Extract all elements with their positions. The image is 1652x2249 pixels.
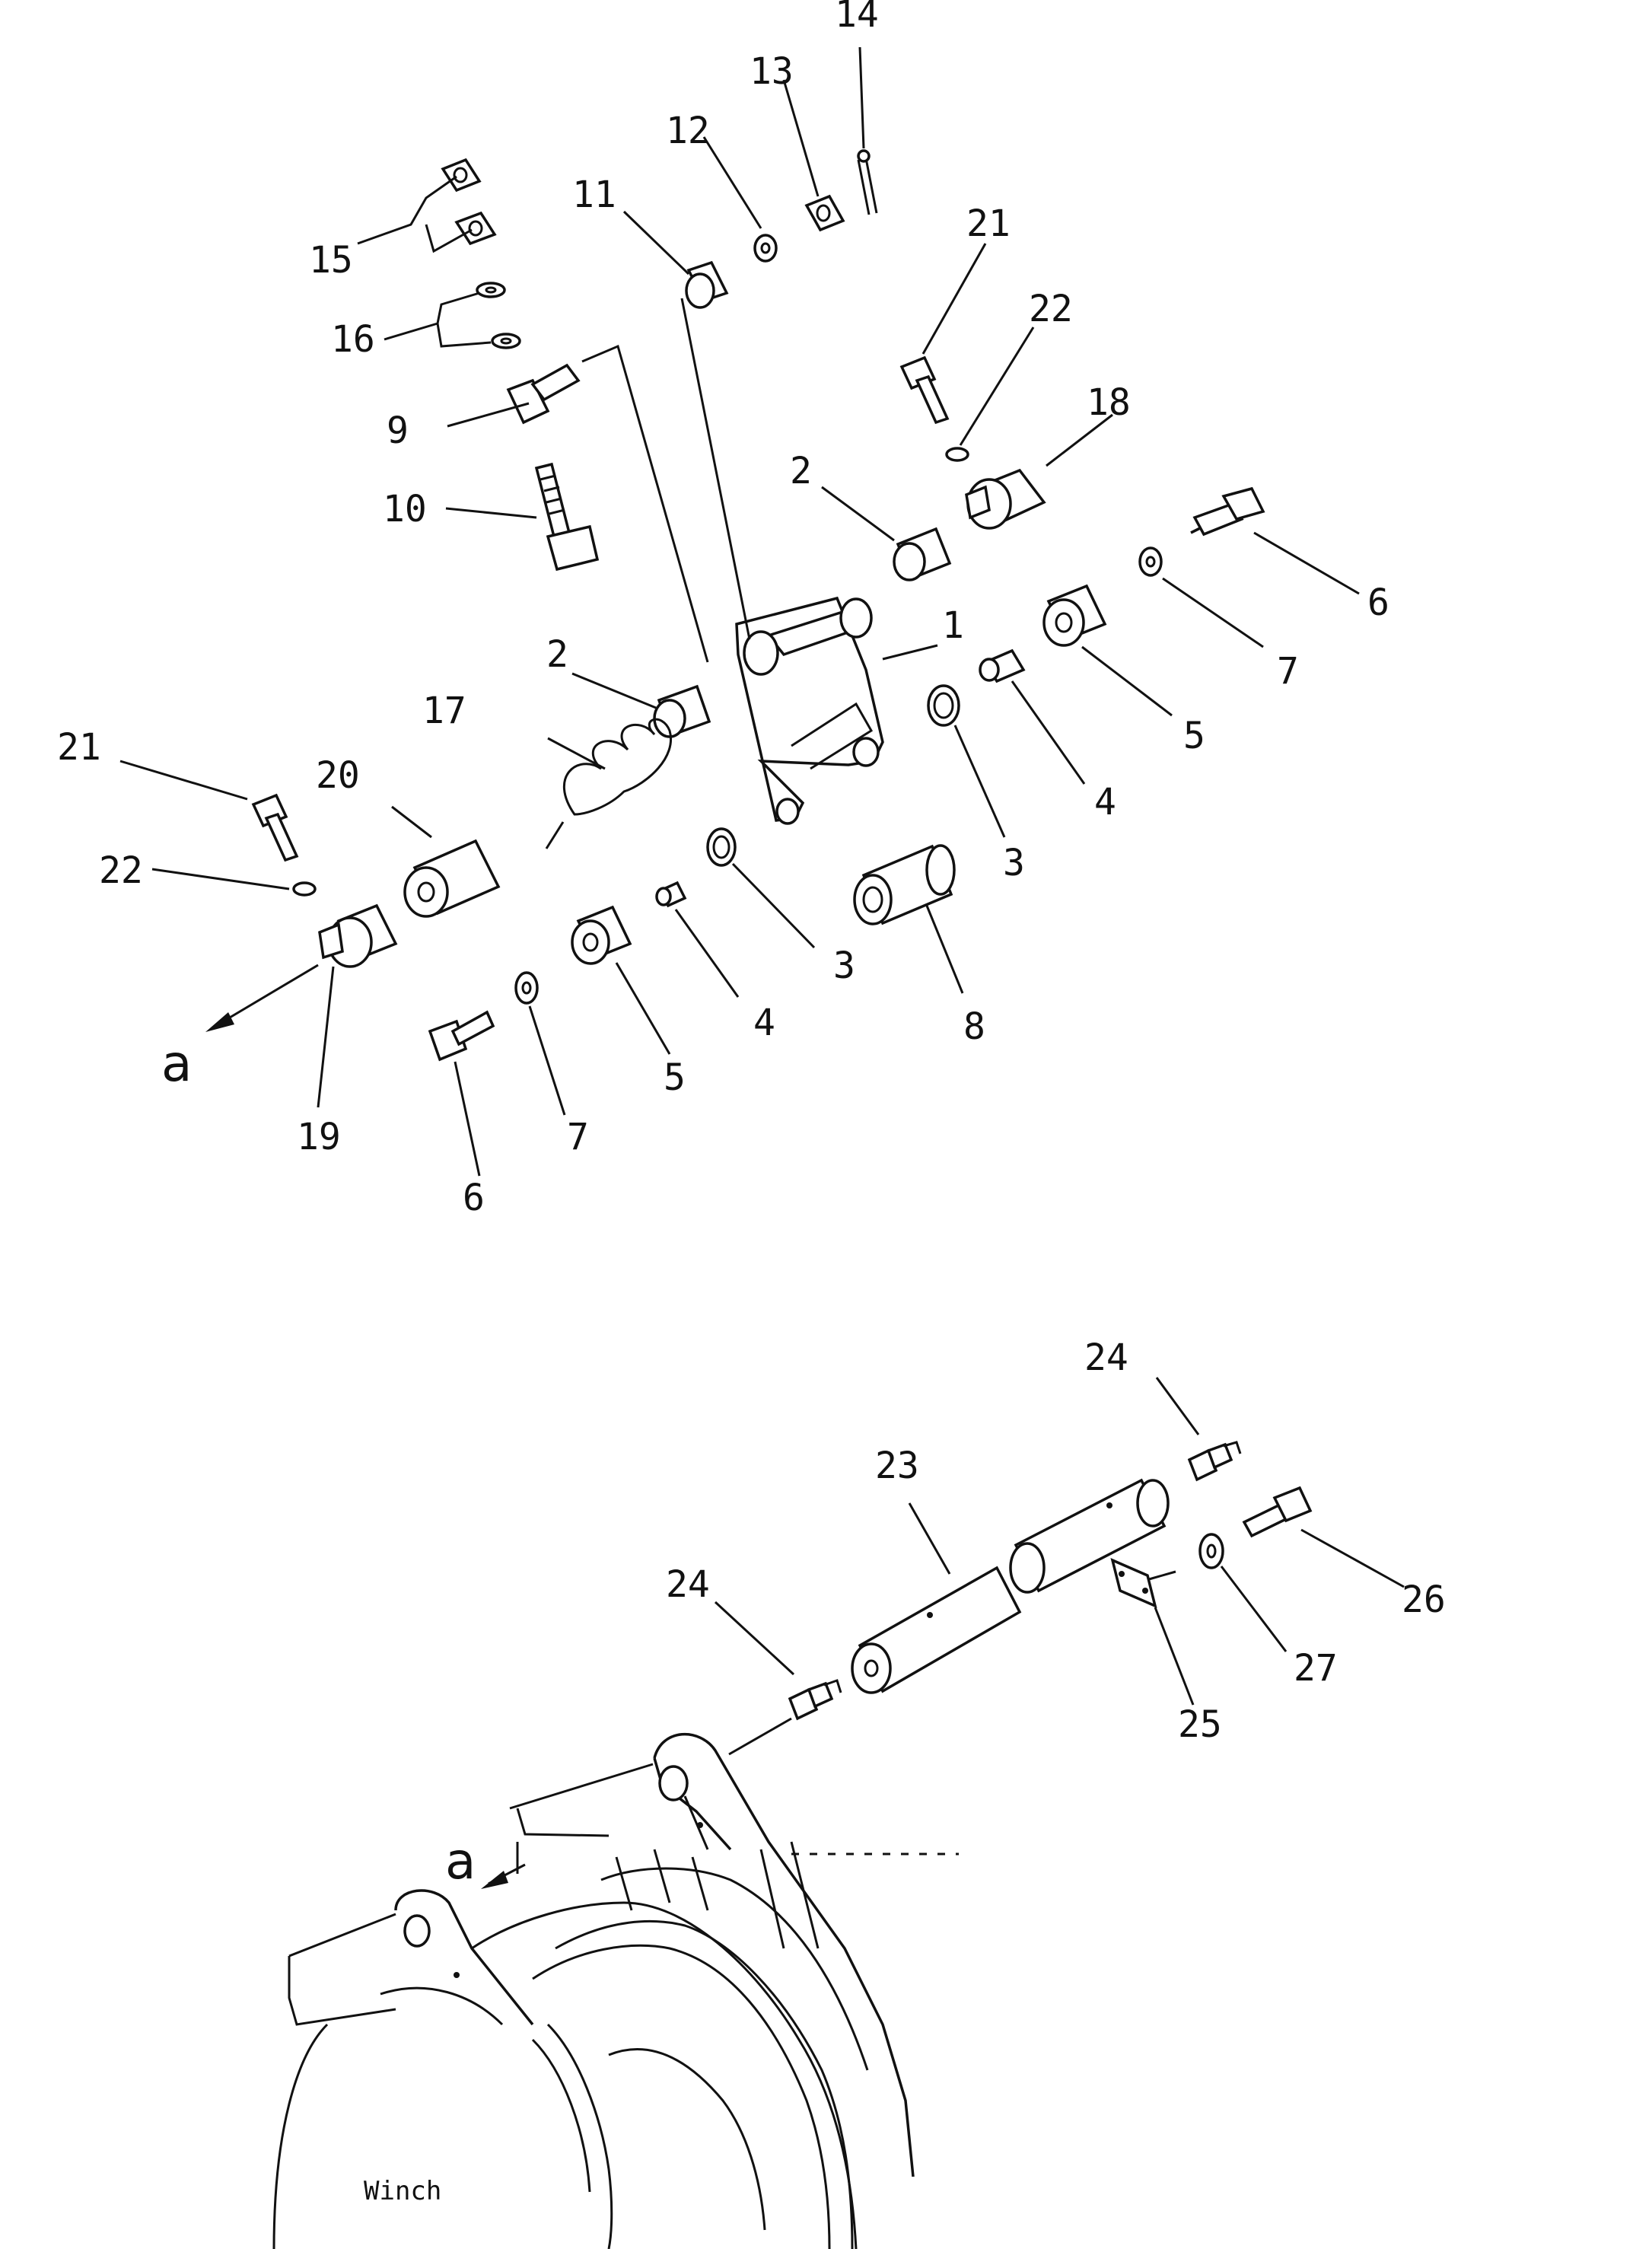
- part-26-bolt: [1242, 1486, 1313, 1538]
- callout-1: 1: [942, 604, 964, 647]
- part-6-bolt-right: [1190, 486, 1265, 537]
- callout-24-lower: 24: [666, 1563, 710, 1606]
- callout-6-left: 6: [463, 1177, 485, 1219]
- part-14-cotter-pin: [857, 149, 878, 215]
- callout-5-left: 5: [664, 1056, 686, 1099]
- leader-lines-lower: [714, 1377, 1405, 1756]
- part-4-pin-left: [655, 881, 687, 908]
- part-18-clamp: [965, 468, 1046, 530]
- callout-8: 8: [963, 1005, 985, 1048]
- part-10-threaded-rod: [534, 462, 600, 572]
- callout-2-left: 2: [546, 633, 568, 676]
- callout-25: 25: [1178, 1703, 1222, 1746]
- part-2-bushing-upper: [893, 527, 952, 581]
- callout-13: 13: [750, 50, 794, 93]
- callout-27: 27: [1294, 1647, 1338, 1690]
- callout-9: 9: [387, 409, 409, 452]
- callout-4-right: 4: [1094, 781, 1116, 823]
- part-1-lever: [735, 596, 884, 825]
- callout-12: 12: [666, 110, 710, 152]
- callout-20: 20: [316, 754, 360, 797]
- callout-21-left: 21: [57, 726, 101, 769]
- callout-24-upper: 24: [1084, 1336, 1128, 1379]
- callout-21-right: 21: [966, 202, 1011, 245]
- part-12-washer: [753, 234, 778, 263]
- part-2-bushing-lower: [653, 684, 711, 738]
- winch-body: [272, 1733, 959, 2249]
- part-8-sleeve: [853, 844, 956, 925]
- callout-17: 17: [422, 690, 466, 732]
- part-17-spring: [545, 718, 672, 849]
- part-6-bolt-left: [428, 1010, 495, 1062]
- part-5-bushing-right: [1042, 584, 1107, 647]
- callout-7-left: 7: [567, 1116, 589, 1158]
- callout-15: 15: [309, 239, 353, 282]
- part-3-bearing-left: [706, 827, 737, 867]
- callout-3-left: 3: [833, 945, 855, 987]
- part-21-bolt-left: [251, 793, 299, 862]
- part-4-pin-right: [979, 648, 1026, 683]
- callout-3-right: 3: [1003, 842, 1025, 884]
- part-16-washers: [476, 282, 521, 349]
- callout-7-right: 7: [1277, 650, 1299, 693]
- view-marker-upper: a: [161, 1034, 192, 1093]
- part-24-fitting-right: [1187, 1441, 1242, 1482]
- part-24-fitting-left: [788, 1679, 842, 1721]
- part-3-bearing-right: [927, 684, 960, 727]
- callout-2-upper: 2: [790, 450, 812, 492]
- callout-11: 11: [572, 174, 616, 216]
- view-arrow-upper: [205, 964, 319, 1032]
- callout-6-right: 6: [1367, 581, 1389, 624]
- part-27-washer: [1198, 1533, 1224, 1569]
- callout-26: 26: [1402, 1578, 1446, 1621]
- part-21-bolt-right: [899, 355, 950, 425]
- part-15-nuts: [441, 158, 497, 246]
- winch-caption: Winch: [364, 2176, 441, 2206]
- part-19-clamp: [318, 903, 398, 968]
- callout-14: 14: [835, 0, 879, 36]
- part-22-washer-right: [945, 447, 969, 462]
- callout-22-right: 22: [1029, 288, 1073, 330]
- callout-22-left: 22: [99, 849, 143, 892]
- part-9-rod-end: [506, 363, 581, 425]
- callout-10: 10: [383, 488, 427, 530]
- part-22-washer-left: [292, 881, 317, 897]
- part-13-castle-nut: [804, 194, 845, 232]
- callout-5-right: 5: [1183, 715, 1205, 757]
- callout-19: 19: [297, 1116, 341, 1158]
- part-25-plate: [1110, 1557, 1157, 1609]
- view-marker-lower: a: [445, 1832, 476, 1891]
- part-7-washer-right: [1138, 546, 1163, 577]
- part-11-bushing: [685, 260, 729, 309]
- part-5-bushing-left: [571, 905, 632, 965]
- leader-lines-upper: [119, 46, 1360, 1177]
- part-23-shaft: [851, 1478, 1170, 1694]
- callout-23: 23: [875, 1445, 919, 1487]
- view-arrow-lower: [481, 1842, 526, 1889]
- part-20-sleeve: [403, 839, 501, 918]
- part-7-washer-left: [514, 971, 539, 1005]
- callout-18: 18: [1087, 381, 1131, 424]
- callout-4-left: 4: [753, 1002, 775, 1044]
- callout-labels: 1 2 2 3 3 4 4 5 5 6 6 7 7 8 9 10 11 12 1…: [57, 0, 1446, 2206]
- callout-16: 16: [331, 318, 375, 361]
